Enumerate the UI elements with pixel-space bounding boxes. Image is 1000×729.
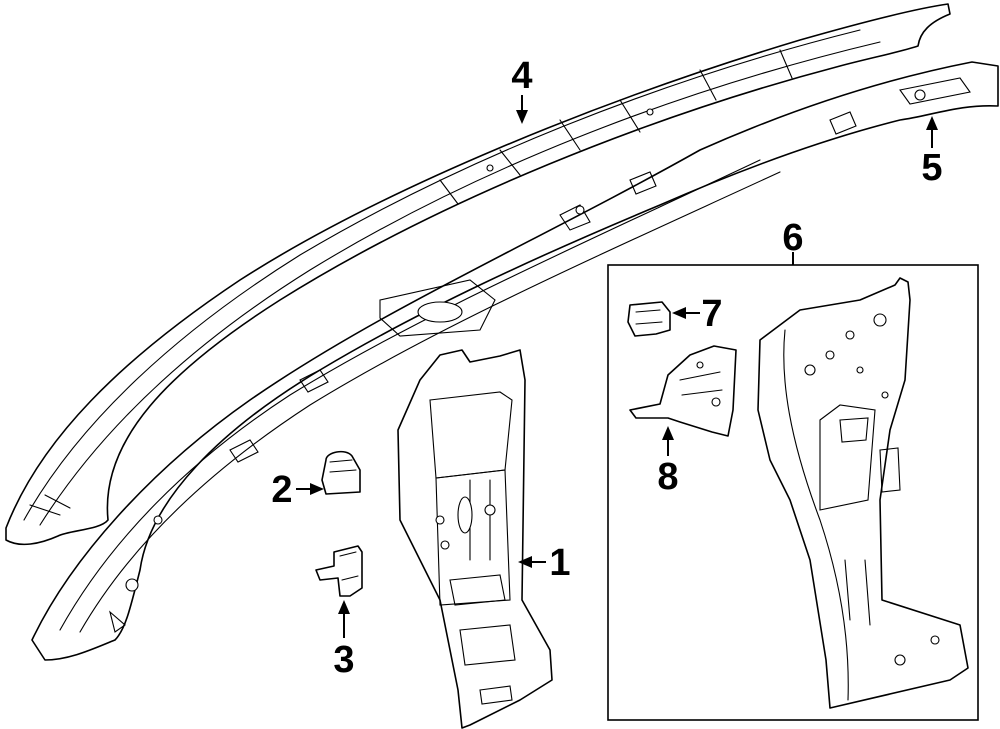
callout-6: 6 bbox=[782, 217, 803, 259]
callout-7: 7 bbox=[701, 293, 722, 335]
part-5-roof-rail-inner bbox=[31, 61, 999, 661]
part-8-hinge-bracket bbox=[629, 345, 737, 437]
callout-4: 4 bbox=[511, 55, 532, 97]
callout-1: 1 bbox=[549, 542, 570, 584]
leader-lines bbox=[296, 95, 938, 638]
part-1-center-pillar bbox=[397, 349, 553, 729]
callout-2: 2 bbox=[271, 469, 292, 511]
part-2-clip bbox=[321, 450, 361, 495]
callout-3: 3 bbox=[333, 639, 354, 681]
part-3-bracket bbox=[315, 545, 363, 597]
part-4-roof-rail-outer bbox=[5, 3, 951, 546]
part-6-pillar-reinforcement bbox=[757, 277, 969, 709]
callout-5: 5 bbox=[921, 147, 942, 189]
callout-8: 8 bbox=[657, 456, 678, 498]
part-7-bracket bbox=[627, 301, 671, 337]
